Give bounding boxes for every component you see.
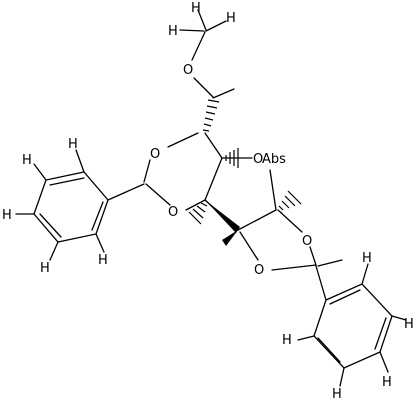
atom-o-dioxolane-bottom: O (254, 263, 264, 278)
stereo-bonds (188, 99, 302, 246)
phenyl-left-h1 (75, 149, 85, 173)
atom-h-top-1: H (191, 1, 201, 16)
bond-c2-o-furan (269, 169, 277, 211)
bond-o-diox-right-acetal (309, 246, 317, 266)
phenyl-right-ring (313, 283, 393, 369)
bond-c2-o-diox-right (277, 209, 303, 233)
bond-acetal-o-diox-bottom (271, 264, 317, 271)
bond-c3-c2 (237, 209, 277, 231)
hash-bond-c6-ch2 (202, 99, 220, 132)
atom-h-left-3: H (2, 208, 12, 223)
phenyl-right-h3 (379, 351, 389, 373)
bond-h-methyl-2 (179, 29, 205, 32)
bond-h-methyl-3 (205, 20, 227, 32)
hash-bond-c4-h (188, 202, 208, 225)
bond-acetal-h-right (317, 259, 343, 267)
phenyl-right-h1 (361, 263, 369, 285)
atom-h-top-3: H (226, 11, 236, 26)
atom-h-left-2: H (22, 153, 32, 168)
phenyl-left-h4 (49, 241, 59, 261)
phenyl-right-h2 (391, 315, 407, 321)
bond-c6-o-top (167, 132, 199, 148)
atom-h-left-5: H (98, 253, 108, 268)
phenyl-right-h5 (297, 335, 315, 341)
bond-acetal-phenyl-left (107, 183, 145, 201)
phenyl-right-double-2 (374, 317, 387, 350)
bond-acetal-o-bottom (145, 183, 171, 206)
atom-h-right-1: H (362, 251, 372, 266)
wedge-bond-c3-h (222, 230, 238, 246)
bond-lines (15, 9, 407, 387)
atom-o-ring-top: O (150, 147, 160, 162)
phenyl-left-double-2 (39, 213, 62, 238)
atom-o-furan: O (253, 152, 263, 167)
abs-stereo-label: Abs (262, 152, 286, 167)
wedge-bond-c4-c3 (205, 200, 240, 233)
phenyl-right-double-3 (317, 337, 341, 363)
phenyl-right-double-1 (329, 289, 361, 305)
phenyl-left-double-3 (91, 201, 104, 231)
atom-o-ring-bottom: O (168, 205, 178, 220)
phenyl-right-h4 (339, 367, 345, 387)
atom-h-right-5: H (282, 333, 292, 348)
bond-o-diox-bottom-c3 (239, 231, 259, 261)
atom-h-top-2: H (168, 24, 178, 39)
atom-h-right-2: H (404, 317, 414, 332)
bond-c4-c5 (204, 157, 223, 201)
atom-h-left-1: H (68, 137, 78, 152)
phenyl-left-h2 (33, 163, 47, 181)
phenyl-left-h5 (95, 233, 105, 253)
atom-h-right-3: H (382, 375, 392, 390)
bond-c5-c6 (204, 132, 223, 159)
phenyl-left-double-1 (49, 177, 85, 186)
atom-h-left-4: H (40, 261, 50, 276)
bond-o-top-acetal (143, 159, 151, 183)
bond-acetal-phenyl-right (315, 265, 327, 301)
bond-o-ch2 (193, 77, 214, 98)
bond-h-methyl-1 (197, 9, 207, 31)
hash-bond-c5-h (225, 148, 239, 168)
hash-bond-c2-h (278, 190, 302, 211)
bond-o-bottom-c4 (185, 199, 206, 211)
bond-c-o-methoxy (191, 31, 206, 61)
atom-h-right-4: H (332, 387, 342, 400)
phenyl-left-ring (33, 171, 109, 243)
atom-labels: H H H O O O O Abs O O H H H H H H H H H … (2, 1, 414, 400)
atom-o-dioxolane-right: O (302, 234, 312, 249)
atom-o-methoxy: O (183, 63, 193, 78)
bond-ch2-h-a (212, 88, 235, 99)
